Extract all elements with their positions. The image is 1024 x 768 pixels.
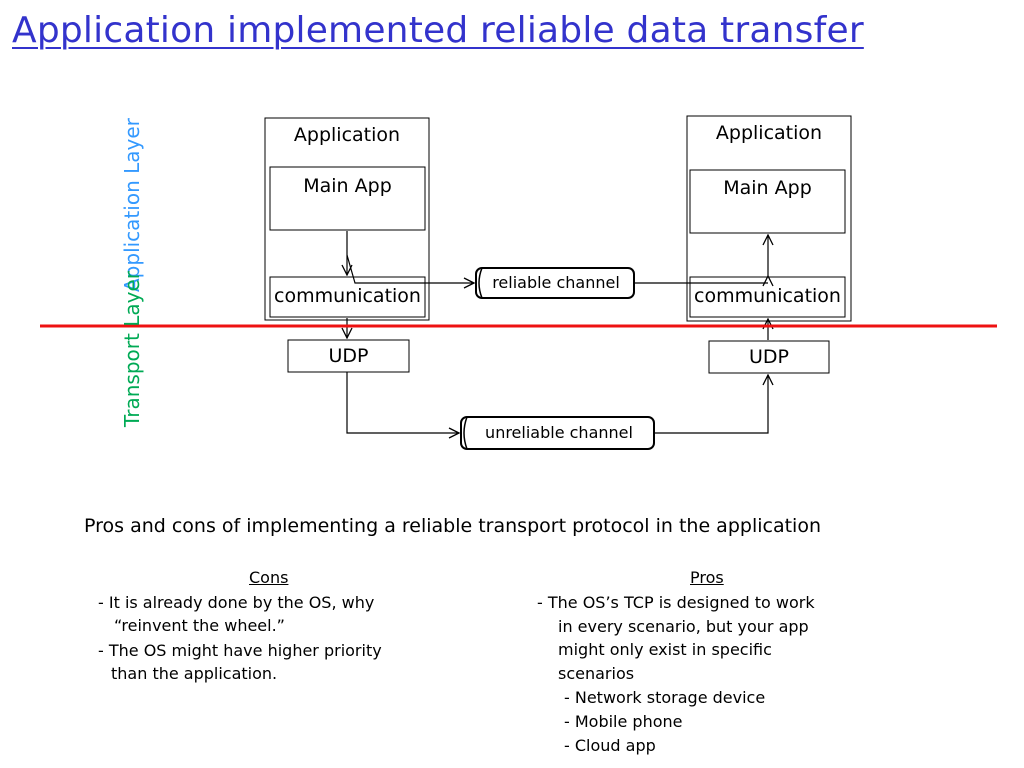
pros-item: scenarios xyxy=(558,664,635,683)
right-udp-box xyxy=(708,340,830,374)
pros-item: - Cloud app xyxy=(564,736,656,755)
pros-item: in every scenario, but your app xyxy=(558,617,809,636)
right-main-app-box xyxy=(689,169,846,234)
pros-heading: Pros xyxy=(690,568,724,587)
right-udp-label: UDP xyxy=(749,346,789,368)
left-main-app-label: Main App xyxy=(303,175,392,197)
left-main-app-box xyxy=(269,166,426,231)
left-communication-box xyxy=(269,276,426,318)
left-udp-label: UDP xyxy=(328,345,369,367)
reliable-channel-label: reliable channel xyxy=(492,273,620,292)
cons-item: - It is already done by the OS, why xyxy=(98,593,375,612)
unreliable-channel-to-right-udp-arrow xyxy=(654,375,768,434)
right-main-app-label: Main App xyxy=(723,177,812,199)
cons-item: “reinvent the wheel.” xyxy=(114,616,285,635)
pros-item: - The OS’s TCP is designed to work xyxy=(537,593,815,612)
pros-cons-heading: Pros and cons of implementing a reliable… xyxy=(84,515,821,537)
cons-item: than the application. xyxy=(111,664,278,683)
to-reliable-channel-arrow xyxy=(346,254,474,283)
left-communication-label: communication xyxy=(274,285,421,307)
cons-item: - The OS might have higher priority xyxy=(98,641,382,660)
right-application-label: Application xyxy=(715,122,823,144)
pros-item: might only exist in specific xyxy=(558,640,772,659)
udp-to-unreliable-channel-arrow xyxy=(346,372,459,433)
slide-title: Application implemented reliable data tr… xyxy=(12,10,864,51)
right-communication-label: communication xyxy=(694,285,841,307)
transport-layer-label: Transport Layer xyxy=(120,271,144,427)
left-udp-box xyxy=(287,339,410,373)
unreliable-channel-label: unreliable channel xyxy=(485,423,633,442)
pros-item: - Mobile phone xyxy=(564,712,683,731)
left-application-label: Application xyxy=(293,124,401,146)
cons-heading: Cons xyxy=(249,568,289,587)
pros-item: - Network storage device xyxy=(564,688,766,707)
